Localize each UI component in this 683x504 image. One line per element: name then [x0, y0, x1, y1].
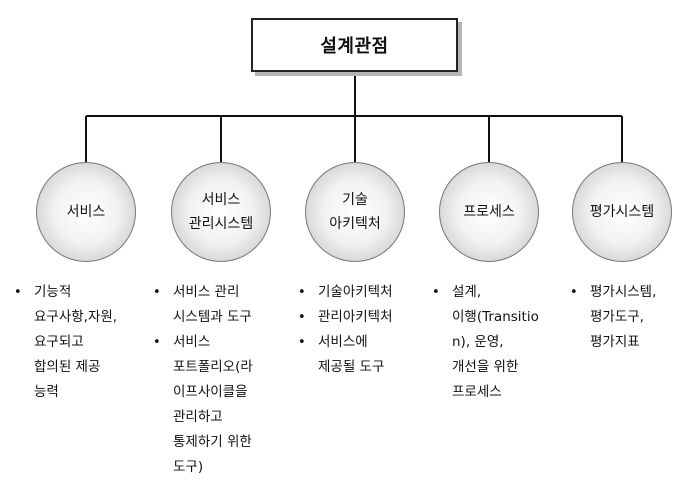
node-label: 서비스 — [66, 204, 106, 220]
node-process-list: •설계, 이행(Transitio n), 운영, 개선을 위한 프로세스 — [432, 280, 557, 405]
node-service-list: •기능적 요구사항,자원, 요구되고 합의된 제공 능력 — [14, 280, 139, 405]
list-item: •관리아키텍처 — [298, 305, 423, 330]
list-item: •평가시스템, 평가도구, 평가지표 — [570, 280, 680, 355]
node-service: 서비스 — [36, 162, 136, 262]
node-service-management: 서비스 관리시스템 — [171, 162, 271, 262]
node-label: 서비스 관리시스템 — [188, 192, 254, 232]
bullet-icon: • — [298, 310, 306, 325]
node-technical-architecture: 기술 아키텍처 — [305, 162, 405, 262]
bullet-icon: • — [153, 335, 161, 350]
bullet-icon: • — [298, 335, 306, 350]
list-item: •서비스 관리 시스템과 도구 — [153, 280, 278, 330]
list-item: •서비스에 제공될 도구 — [298, 330, 423, 380]
list-item: •설계, 이행(Transitio n), 운영, 개선을 위한 프로세스 — [432, 280, 557, 405]
node-evaluation-system-list: •평가시스템, 평가도구, 평가지표 — [570, 280, 680, 355]
list-item: •기술아키텍처 — [298, 280, 423, 305]
list-item: •기능적 요구사항,자원, 요구되고 합의된 제공 능력 — [14, 280, 139, 405]
bullet-icon: • — [14, 285, 22, 300]
root-label: 설계관점 — [320, 36, 389, 57]
bullet-icon: • — [432, 285, 440, 300]
bullet-icon: • — [570, 285, 578, 300]
node-technical-architecture-list: •기술아키텍처 •관리아키텍처 •서비스에 제공될 도구 — [298, 280, 423, 380]
node-service-management-list: •서비스 관리 시스템과 도구 •서비스 포트폴리오(라 이프사이클을 관리하고… — [153, 280, 278, 480]
node-evaluation-system: 평가시스템 — [572, 162, 672, 262]
node-label: 평가시스템 — [589, 204, 655, 220]
list-item: •서비스 포트폴리오(라 이프사이클을 관리하고 통제하기 위한 도구) — [153, 330, 278, 480]
node-process: 프로세스 — [439, 162, 539, 262]
root-node: 설계관점 — [251, 18, 458, 72]
node-label: 프로세스 — [463, 204, 515, 220]
bullet-icon: • — [298, 285, 306, 300]
node-label: 기술 아키텍처 — [329, 192, 381, 232]
bullet-icon: • — [153, 285, 161, 300]
